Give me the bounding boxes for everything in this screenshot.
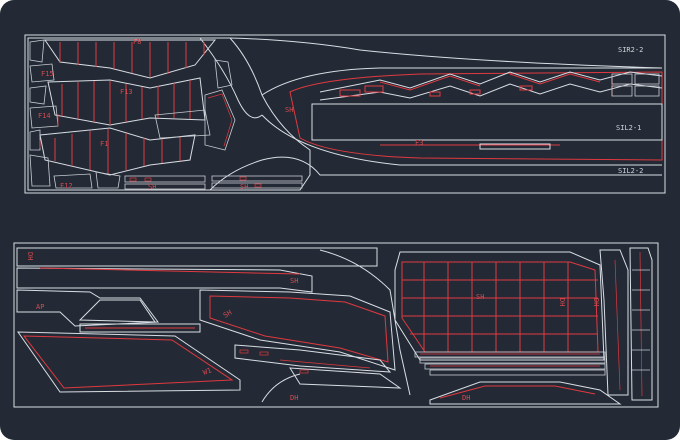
label-sir2-2: SIR2-2 (618, 46, 643, 54)
dh-piece-bottom (429, 381, 622, 405)
label-f15: F15 (41, 70, 54, 78)
pinch-left (199, 37, 263, 119)
f1-cut-lines (54, 129, 181, 174)
label-sil2-1: SIL2-1 (616, 124, 641, 132)
label-sh-c: SH (285, 106, 293, 114)
zigzag-red (339, 73, 613, 97)
top-sheet: F8 F13 F1 F15 F14 F12 F3 SIR2-2 SIL2-1 S… (24, 34, 666, 194)
label-dh-vertical: DH (592, 298, 600, 306)
f8-cut-lines (59, 42, 205, 77)
label-ap: AP (36, 303, 44, 311)
bottom-sheet-border (13, 242, 659, 408)
mid-sweep-bottom (261, 114, 662, 166)
bottom-sheet: SH AP W1 SH SH DH DH DH DH DH (13, 242, 659, 408)
f8-panel (44, 39, 217, 79)
dh-curve-a (261, 373, 301, 403)
strip-red-ticks (239, 349, 371, 374)
label-sh-grid: SH (476, 293, 484, 301)
left-detail-pieces (29, 39, 303, 190)
label-f13: F13 (120, 88, 133, 96)
label-f14: F14 (38, 112, 51, 120)
label-sil2-2: SIL2-2 (618, 167, 643, 175)
f13-cut-lines (61, 80, 191, 125)
top-sheet-border (24, 34, 666, 194)
dh-piece-red (439, 385, 596, 399)
label-f1: F1 (100, 140, 108, 148)
mid-sweep-top (261, 67, 662, 96)
label-gap: DH (558, 298, 566, 306)
label-dh-small: DH (26, 252, 34, 260)
f1-panel (39, 127, 196, 176)
strip-under-sh-2 (289, 367, 402, 389)
lower-sweep (209, 156, 662, 191)
right-vertical-piece-1 (599, 249, 629, 396)
centre-red-outline (289, 71, 663, 161)
ap-inner (78, 299, 156, 323)
label-dh-a: DH (290, 394, 298, 402)
label-sh-a: SH (148, 183, 156, 191)
sil2-1-strip (311, 103, 663, 141)
label-sh-d: SH (290, 277, 298, 285)
sh-grid-panel (394, 251, 605, 361)
label-f8: F8 (133, 38, 141, 46)
right-vertical-red (614, 251, 643, 397)
lower-zigzag (319, 83, 663, 101)
label-dh-b: DH (462, 394, 470, 402)
grid-under-strips (414, 351, 606, 376)
w1-piece (17, 331, 241, 393)
sh-grid-lines (401, 261, 599, 353)
label-f3: F3 (415, 139, 423, 147)
label-w1: W1 (202, 366, 213, 376)
sil2-1-tab (479, 143, 551, 150)
rail-strip-top (16, 247, 378, 267)
sh-curved-piece (199, 289, 396, 371)
rail-strip-red (39, 267, 301, 275)
ap-piece (16, 289, 159, 327)
rail-strip-sh (16, 267, 313, 293)
strip-under-sh-1 (234, 344, 392, 373)
right-vertical-ticks (632, 269, 650, 371)
thin-strip-ap (79, 323, 201, 333)
right-vertical-piece-2 (629, 247, 653, 401)
left-detail-red (39, 93, 262, 188)
label-sh-b: SH (240, 183, 248, 191)
label-f12: F12 (60, 182, 73, 190)
left-cluster-outline (27, 37, 311, 191)
center-sweep-edge (319, 249, 411, 396)
upper-sweep (229, 37, 663, 69)
right-column-boxes (611, 73, 660, 97)
w1-red-outline (22, 335, 234, 389)
upper-zigzag (319, 71, 663, 93)
label-sh-box: SH (222, 309, 233, 320)
sh-curved-red (209, 295, 389, 363)
grid-under-red (420, 353, 600, 367)
